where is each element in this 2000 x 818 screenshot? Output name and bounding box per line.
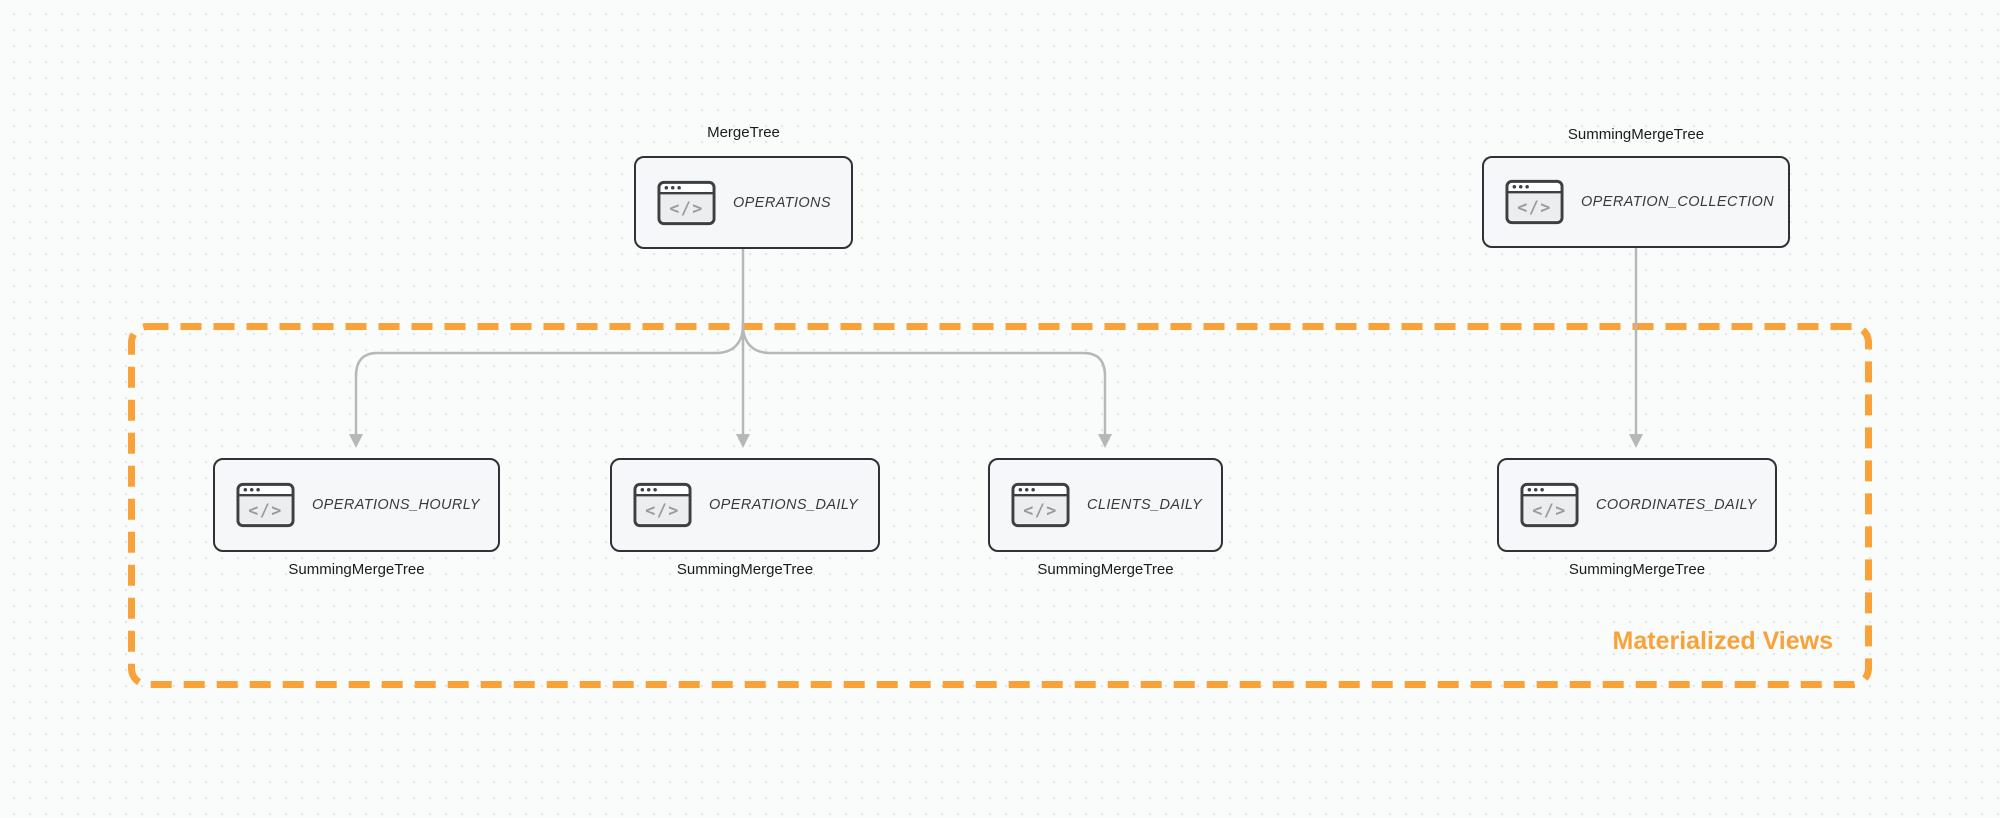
code-window-icon: </> (1011, 482, 1070, 528)
edge-operations-to-operations-hourly (354, 323, 745, 440)
arrowhead-icon (1098, 434, 1112, 448)
edge-operations-to-clients-daily (741, 323, 1107, 440)
engine-label-coordinates-daily: SummingMergeTree (1568, 561, 1706, 578)
materialized-views-label: Materialized Views (1612, 627, 1833, 655)
node-label: CLIENTS_DAILY (1087, 497, 1203, 513)
engine-label-operations: MergeTree (707, 124, 780, 141)
node-label: OPERATIONS_DAILY (709, 497, 859, 513)
node-operations-hourly: </> OPERATIONS_HOURLY (213, 458, 500, 552)
code-window-icon: </> (1520, 482, 1579, 528)
code-window-icon: </> (1505, 179, 1564, 225)
arrowhead-icon (1629, 434, 1643, 448)
node-coordinates-daily: </> COORDINATES_DAILY (1497, 458, 1777, 552)
engine-label-operations-daily: SummingMergeTree (676, 561, 814, 578)
node-label: OPERATIONS (733, 194, 831, 211)
code-glyph: </> (1023, 500, 1058, 520)
arrowhead-icon (736, 434, 750, 448)
code-window-icon: </> (633, 482, 692, 528)
code-window-icon: </> (657, 180, 716, 225)
engine-label-clients-daily: SummingMergeTree (1037, 561, 1174, 578)
node-operations: </> OPERATIONS (634, 156, 853, 249)
code-glyph: </> (645, 500, 680, 520)
node-label: OPERATIONS_HOURLY (312, 497, 480, 513)
code-glyph: </> (248, 500, 283, 520)
code-glyph: </> (1532, 500, 1567, 520)
engine-label-operations-hourly: SummingMergeTree (288, 561, 425, 578)
code-window-icon: </> (236, 482, 295, 528)
node-label: OPERATION_COLLECTION (1581, 194, 1775, 210)
node-operations-daily: </> OPERATIONS_DAILY (610, 458, 880, 552)
arrowhead-icon (349, 434, 363, 448)
code-glyph: </> (1517, 197, 1552, 217)
code-glyph: </> (669, 197, 704, 217)
node-clients-daily: </> CLIENTS_DAILY (988, 458, 1223, 552)
materialized-views-group-box (128, 323, 1872, 688)
engine-label-operation-collection: SummingMergeTree (1567, 126, 1705, 143)
node-label: COORDINATES_DAILY (1596, 497, 1757, 513)
node-operation-collection: </> OPERATION_COLLECTION (1482, 156, 1790, 248)
